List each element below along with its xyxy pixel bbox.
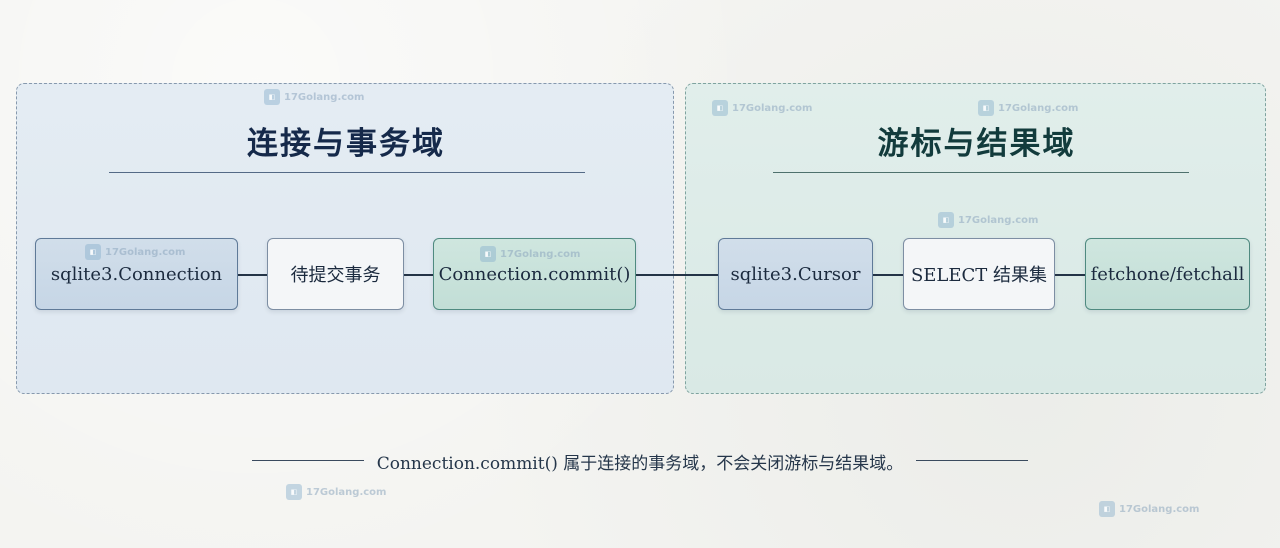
node-select-result-set: SELECT 结果集 bbox=[903, 238, 1055, 310]
connection-domain-title: 连接与事务域 bbox=[247, 126, 445, 162]
cursor-domain-title-rule bbox=[773, 172, 1189, 173]
connector-select-to-fetch bbox=[1055, 274, 1085, 276]
connector-pending-to-commit bbox=[404, 274, 433, 276]
node-sqlite3-cursor: sqlite3.Cursor bbox=[718, 238, 873, 310]
connector-cursor-to-select bbox=[873, 274, 903, 276]
cursor-domain-title: 游标与结果域 bbox=[877, 126, 1076, 162]
node-fetchone-fetchall: fetchone/fetchall bbox=[1085, 238, 1250, 310]
connection-domain-title-rule bbox=[109, 172, 585, 173]
node-sqlite3-connection: sqlite3.Connection bbox=[35, 238, 238, 310]
footer-rule-left bbox=[252, 460, 364, 461]
footer-rule-right bbox=[916, 460, 1028, 461]
connector-commit-to-cursor bbox=[636, 274, 718, 276]
connector-connection-to-pending bbox=[238, 274, 267, 276]
node-connection-commit: Connection.commit() bbox=[433, 238, 636, 310]
node-pending-transaction: 待提交事务 bbox=[267, 238, 404, 310]
footer-caption: Connection.commit() 属于连接的事务域，不会关闭游标与结果域。 bbox=[376, 454, 904, 474]
